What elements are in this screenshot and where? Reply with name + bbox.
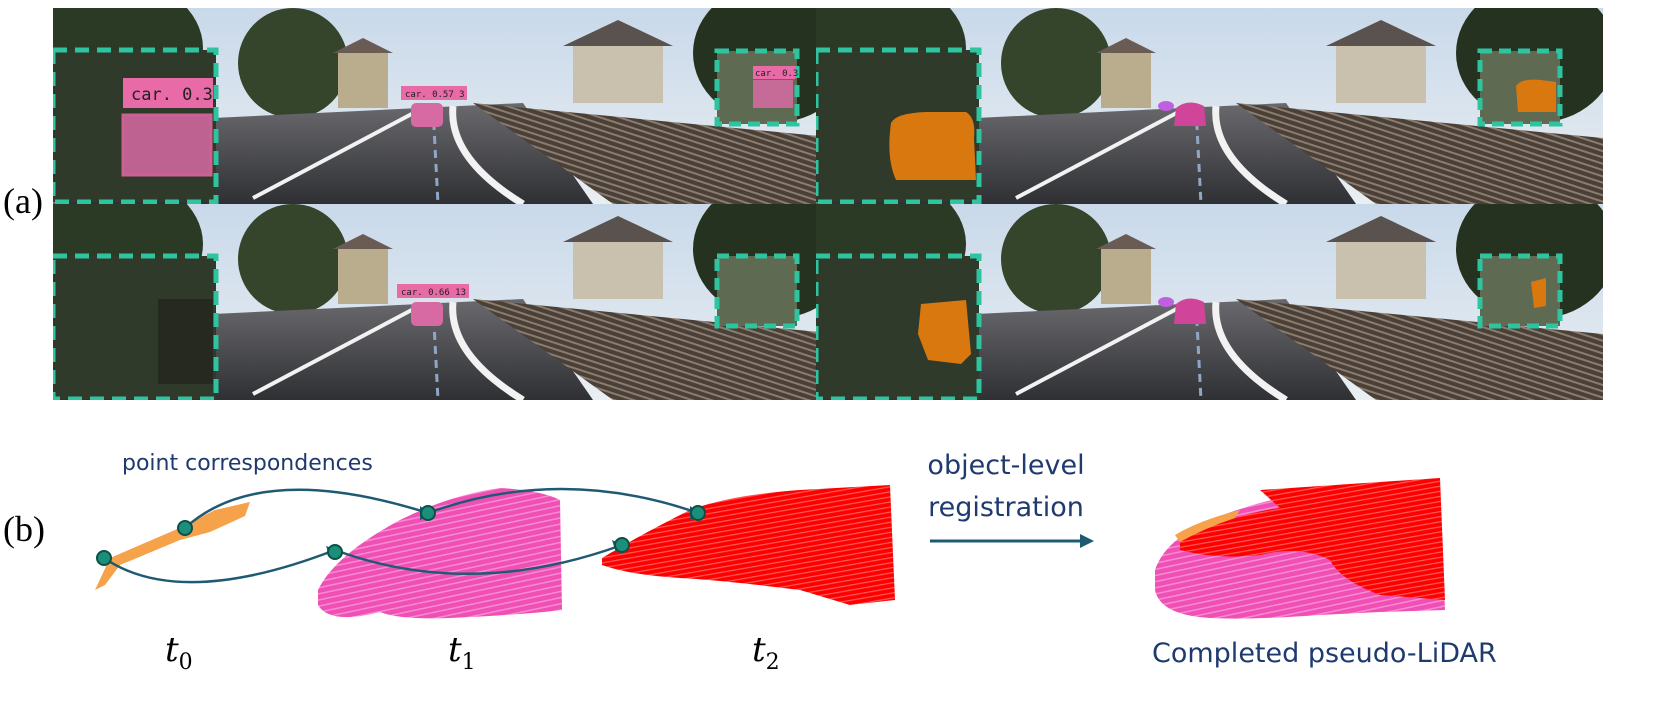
result-label: Completed pseudo-LiDAR [1152, 638, 1497, 669]
street-image: car. 0.66 13 [53, 204, 840, 400]
street-image-segmented [816, 8, 1603, 204]
point-cloud-t2 [602, 485, 895, 605]
detection-label-center-bottom: car. 0.66 13 [401, 288, 466, 298]
correspondences-label: point correspondences [122, 451, 373, 476]
correspondence-node [420, 505, 436, 521]
time-label-t1: t1 [448, 630, 476, 675]
street-image-segmented [816, 204, 1603, 400]
time-label-t0: t0 [165, 630, 193, 675]
car-detection-center [411, 103, 443, 127]
panel-b-label: (b) [3, 509, 45, 549]
time-label-t2: t2 [752, 630, 780, 675]
point-cloud-diagram [95, 478, 1445, 619]
scene-bottom-left: car. 0.66 13 [53, 204, 840, 400]
registration-line1: object-level [927, 450, 1085, 481]
point-cloud-t0 [95, 502, 250, 590]
correspondence-node [177, 520, 193, 536]
point-cloud-t1 [318, 488, 562, 619]
registration-label: object-level registration [922, 445, 1090, 529]
scene-top-right [816, 8, 1603, 204]
correspondence-node [96, 550, 112, 566]
scene-top-left: car. 0.57 3 car. 0.3 car. 0.3 [53, 8, 840, 204]
panel-a-label: (a) [3, 181, 43, 221]
detection-label-left: car. 0.3 [131, 85, 213, 105]
correspondence-node [690, 505, 706, 521]
seg-mask-left [889, 112, 976, 180]
scene-bottom-right [816, 204, 1603, 400]
car-mask-center [1174, 102, 1206, 126]
detection-label-right: car. 0.3 [755, 69, 798, 79]
registration-line2: registration [928, 492, 1084, 523]
correspondence-node [614, 537, 630, 553]
detection-label-center: car. 0.57 3 [405, 90, 465, 100]
street-image: car. 0.57 3 car. 0.3 car. 0.3 [53, 8, 840, 204]
correspondence-node [327, 544, 343, 560]
